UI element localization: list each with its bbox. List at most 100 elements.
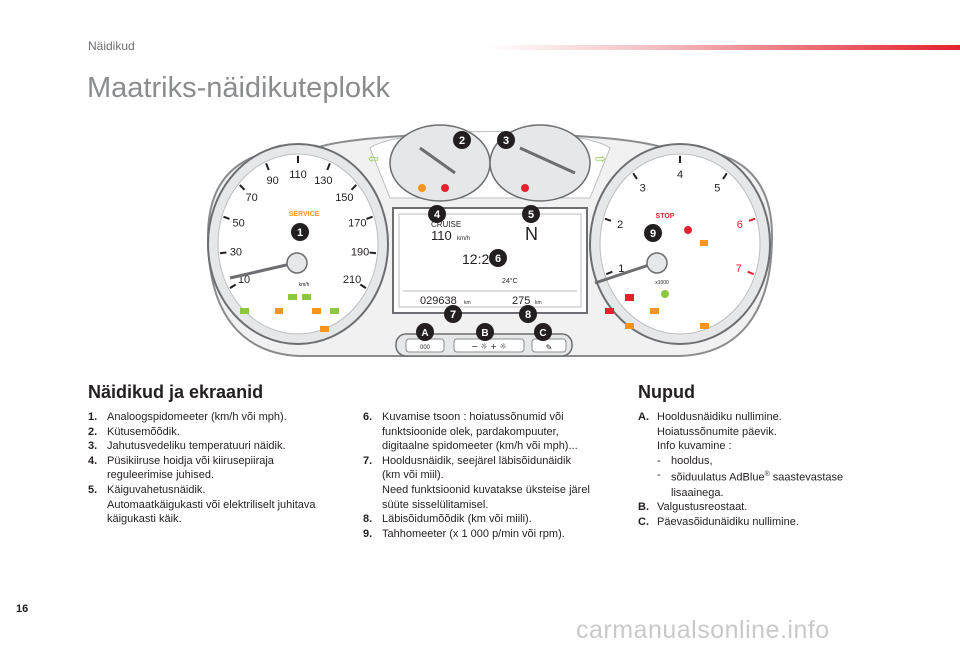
svg-text:6: 6: [495, 253, 501, 265]
callout-A: [416, 323, 434, 341]
callout-5: [522, 205, 540, 223]
heading-buttons: Nupud: [638, 382, 695, 402]
svg-text:x1000: x1000: [655, 280, 669, 286]
display-time: 12:25: [462, 251, 497, 267]
button-b-label: − ☼ + ☼: [471, 342, 506, 351]
scale-tick: [219, 251, 227, 255]
svg-text:5: 5: [528, 209, 534, 221]
scale-tick: [722, 172, 728, 180]
display-temperature: 24°C: [502, 277, 518, 285]
callout-1: [291, 223, 309, 241]
scale-tick: [747, 270, 755, 276]
header-accent-bar: [486, 45, 960, 50]
scale-label: 7: [736, 263, 742, 275]
scale-label: 210: [343, 274, 361, 286]
tachometer-scale: 1 2 3 4 5 6 7: [604, 155, 756, 276]
scale-tick: [229, 283, 237, 289]
turn-left-icon: ⇦: [368, 152, 379, 167]
scale-tick: [265, 163, 270, 171]
callout-2: [453, 131, 471, 149]
scale-tick: [369, 251, 377, 255]
tachometer-face: [599, 153, 761, 335]
scale-label: 70: [246, 192, 258, 204]
service-warning-label: SERVICE: [289, 211, 320, 218]
callout-8: [519, 305, 537, 323]
scale-label: 3: [640, 183, 646, 195]
list-item: 7.Hooldusnäidik, seejärel läbisõidunäidi…: [363, 454, 590, 511]
scale-label: 4: [677, 169, 683, 181]
list-item: 1.Analoogspidomeeter (km/h või mph).: [88, 411, 287, 423]
svg-text:km/h: km/h: [457, 236, 470, 242]
scale-tick: [366, 215, 373, 220]
button-c-label: ✎: [546, 343, 553, 352]
svg-text:9: 9: [650, 228, 656, 240]
svg-text:8: 8: [525, 309, 531, 321]
scale-tick: [350, 184, 357, 191]
list-item-c: C.Päevasõidunäidiku nullimine.: [638, 515, 799, 528]
callout-C: [534, 323, 552, 341]
scale-tick: [239, 184, 246, 191]
scale-label: 30: [230, 246, 242, 258]
scale-label: 5: [714, 183, 720, 195]
scale-label: 170: [348, 217, 366, 229]
scale-label: 110: [289, 169, 307, 181]
coolant-gauge: [489, 124, 591, 202]
svg-text:7: 7: [450, 309, 456, 321]
watermark: carmanualsonline.info: [576, 616, 830, 644]
callout-4: [428, 205, 446, 223]
callout-B: [476, 323, 494, 341]
svg-text:km: km: [535, 300, 542, 306]
scale-label: 130: [314, 175, 332, 187]
display-service-distance: 275: [512, 295, 530, 307]
tachometer-needle: [594, 261, 656, 285]
svg-text:3: 3: [503, 135, 509, 147]
scale-label: 1: [618, 263, 624, 275]
button-a-label: 000: [420, 345, 431, 351]
list-item: 8.Läbisõidumõõdik (km või miili).: [363, 513, 532, 526]
display-mode: CRUISE: [431, 220, 461, 229]
list-item-a: A.Hooldusnäidiku nullimine.: [638, 411, 782, 423]
speedometer-face: [217, 153, 379, 335]
display-speed: 110: [431, 228, 452, 243]
list-item-b: B.Valgustusreostaat.: [638, 501, 748, 514]
scale-label: 190: [351, 246, 369, 258]
svg-text:1: 1: [297, 227, 303, 239]
scale-tick: [632, 172, 638, 180]
svg-text:B: B: [481, 328, 488, 339]
buttons-list: A.Hooldusnäidiku nullimine. Hoiatussõnum…: [638, 410, 898, 529]
heading-gauges-and-screens: Näidikud ja ekraanid: [88, 382, 264, 402]
callout-9: [644, 224, 662, 242]
svg-text:km/h: km/h: [299, 282, 310, 288]
scale-label: 10: [238, 274, 250, 286]
svg-text:A: A: [421, 328, 428, 339]
page-number: 16: [16, 603, 29, 615]
svg-text:4: 4: [434, 209, 441, 221]
stop-warning-label: STOP: [656, 213, 675, 220]
svg-text:C: C: [539, 328, 546, 339]
scale-tick: [326, 163, 331, 171]
svg-text:2: 2: [459, 135, 465, 147]
display-gear: N: [525, 224, 538, 244]
callout-6: [489, 249, 507, 267]
callout-7: [444, 305, 462, 323]
section-label: Näidikud: [88, 39, 135, 53]
page-title: Maatriks-näidikuteplokk: [87, 72, 391, 104]
scale-label: 90: [266, 175, 278, 187]
scale-tick: [604, 217, 612, 222]
display-odometer: 029638: [420, 295, 457, 307]
turn-right-icon: ⇨: [595, 152, 606, 167]
list-item: 9.Tahhomeeter (x 1 000 p/min või rpm).: [363, 527, 565, 540]
scale-label: 2: [617, 219, 623, 231]
scale-tick: [359, 283, 367, 289]
scale-label: 50: [233, 217, 245, 229]
speedometer-needle: [229, 261, 296, 280]
scale-label: 6: [737, 219, 743, 231]
svg-text:km: km: [464, 300, 471, 306]
list-item: 5.Käiguvahetusnäidik.Automaatkäigukasti …: [88, 483, 316, 526]
list-item: 2.Kütusemõõdik.: [88, 425, 180, 438]
